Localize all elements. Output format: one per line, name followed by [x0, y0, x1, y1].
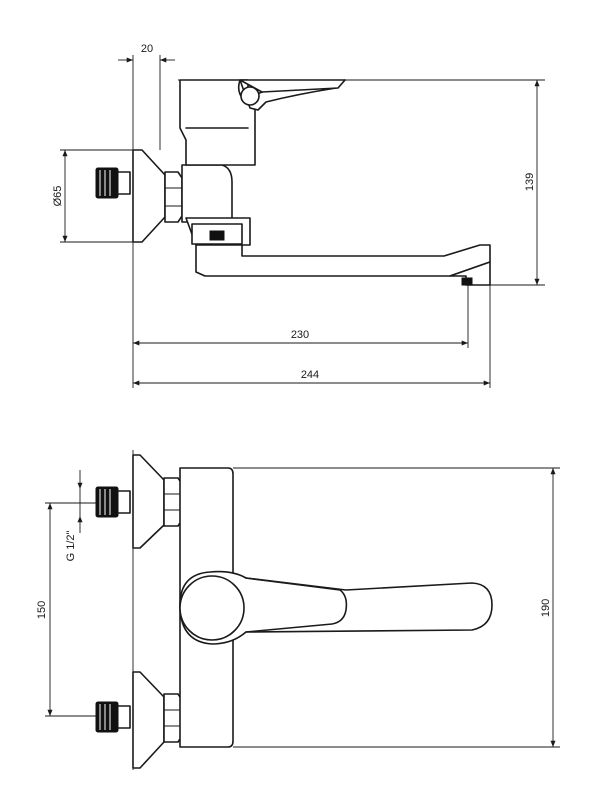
swivel-slot	[209, 230, 225, 241]
upper-threaded-connector	[95, 486, 119, 518]
wall-flange	[132, 149, 166, 243]
lower-wall-flange	[132, 671, 165, 769]
lower-threaded-connector	[95, 701, 119, 733]
dim-overall-height: 190	[540, 599, 552, 617]
dim-offset-top: 20	[141, 43, 153, 55]
front-view: G 1/2" 150 190	[36, 450, 560, 770]
dim-height: 139	[524, 173, 536, 191]
dim-connection-thread: G 1/2"	[65, 531, 77, 562]
lever-detail	[245, 577, 348, 633]
connector-neck	[117, 171, 131, 195]
side-view: 20 Ø65 139 230 244	[52, 43, 545, 388]
upper-wall-flange	[132, 454, 165, 549]
dim-flange-diameter: Ø65	[52, 186, 64, 207]
threaded-connector	[95, 167, 119, 199]
spout	[195, 244, 491, 277]
dim-overall-length: 244	[301, 369, 319, 381]
cartridge-cap	[179, 575, 245, 641]
dim-spout-reach: 230	[291, 329, 309, 341]
aerator-insert	[461, 277, 473, 286]
aerator	[449, 261, 491, 286]
union-nut	[164, 171, 183, 223]
eccentric-connector	[181, 164, 233, 223]
dim-connection-spacing: 150	[36, 601, 48, 619]
lever-pivot	[240, 86, 260, 106]
